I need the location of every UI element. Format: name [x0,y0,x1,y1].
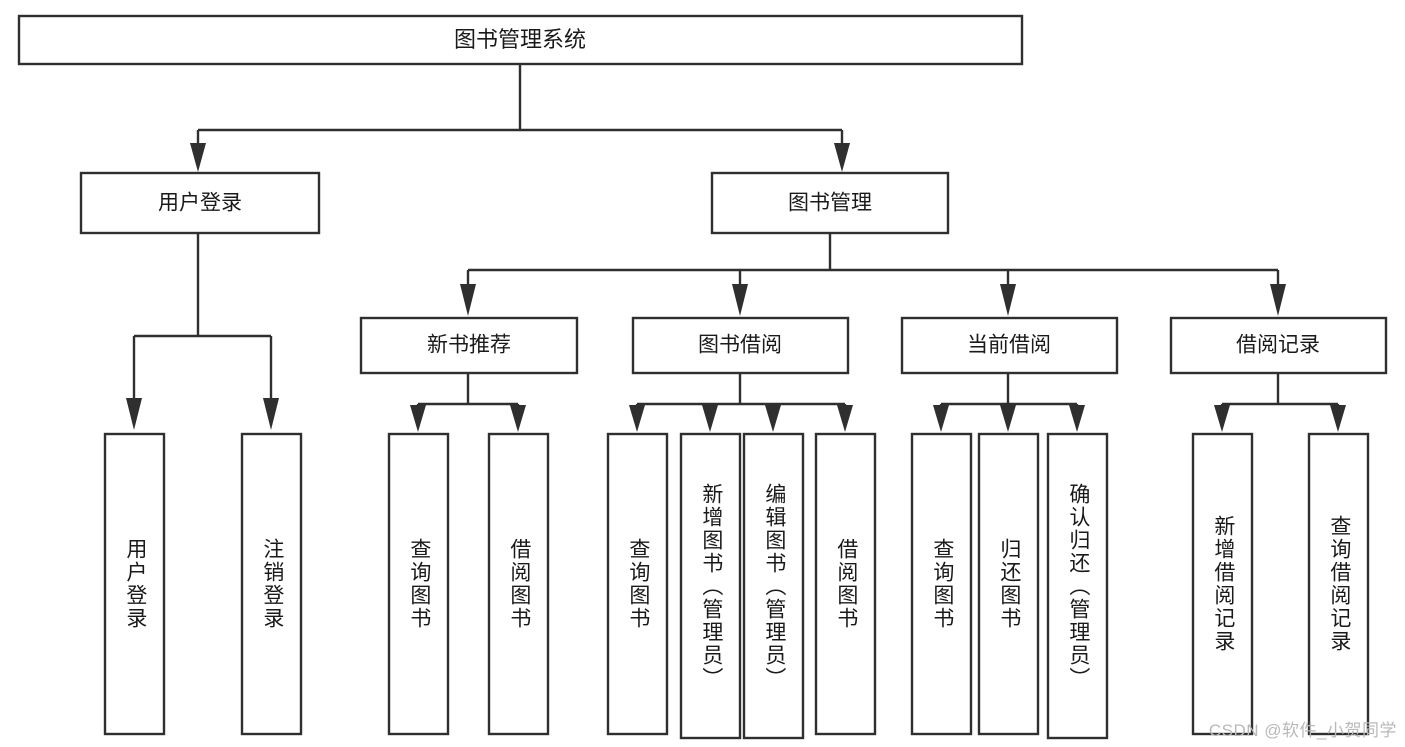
connectors-layer [126,64,1346,432]
arrow-to-leaf-add-record [1214,405,1230,432]
arrow-to-current-borrow [1000,284,1016,316]
arrow-to-leaf-query-book-1 [410,405,426,432]
nodes-layer: 图书管理系统 用户登录 图书管理 新书推荐 图书借阅 [17,14,1388,740]
arrow-to-leaf-add-book [702,405,718,432]
node-borrow-record-box[interactable] [1169,316,1388,375]
node-new-book-recommend[interactable]: 新书推荐 [359,316,579,375]
node-new-book-recommend-box[interactable] [359,316,579,375]
arrow-to-leaf-edit-book [765,405,781,432]
node-book-management[interactable]: 图书管理 [710,171,950,235]
node-current-borrow[interactable]: 当前借阅 [900,316,1119,375]
arrow-to-borrow-record [1270,284,1286,316]
node-leaf-return-book-box[interactable] [977,432,1040,736]
arrow-to-leaf-return-book [1000,405,1016,432]
node-root[interactable]: 图书管理系统 [17,14,1024,66]
node-user-login-box[interactable] [79,171,321,235]
node-current-borrow-box[interactable] [900,316,1119,375]
node-leaf-add-record-box[interactable] [1191,432,1254,736]
node-borrow-record[interactable]: 借阅记录 [1169,316,1388,375]
arrow-to-leaf-borrow-book-2 [837,405,853,432]
node-root-box[interactable] [17,14,1024,66]
node-user-login[interactable]: 用户登录 [79,171,321,235]
node-leaf-borrow-book-2-box[interactable] [814,432,877,736]
arrow-to-new-book-recommend [460,284,476,316]
arrow-root-to-user-login [190,143,206,172]
arrow-to-leaf-query-book-2 [629,405,645,432]
arrow-to-leaf-user-login [126,398,142,430]
node-leaf-query-book-2-box[interactable] [606,432,669,736]
node-leaf-query-book-1-box[interactable] [387,432,450,736]
node-leaf-add-book-box[interactable] [679,432,742,740]
node-leaf-query-record-box[interactable] [1307,432,1370,736]
arrow-root-to-book-management [834,143,850,172]
node-user-login-label: 用户登录 [158,192,242,215]
node-leaf-confirm-return-box[interactable] [1046,432,1109,740]
arrow-to-leaf-user-logout [263,398,279,430]
node-leaf-query-book-3-box[interactable] [910,432,973,736]
node-leaf-user-logout-box[interactable] [240,432,303,736]
arrow-to-book-borrow [732,284,748,316]
node-current-borrow-label: 当前借阅 [967,334,1051,357]
node-leaf-borrow-book-1-box[interactable] [487,432,550,736]
node-borrow-record-label: 借阅记录 [1236,334,1320,357]
arrow-to-leaf-query-record [1330,405,1346,432]
arrow-to-leaf-query-book-3 [933,405,949,432]
csdn-watermark: CSDN @软件_小贺同学 [1208,721,1397,740]
node-leaf-user-login-box[interactable] [103,432,166,736]
node-book-management-box[interactable] [710,171,950,235]
node-book-borrow-label: 图书借阅 [698,334,782,357]
node-new-book-recommend-label: 新书推荐 [427,334,511,357]
node-leaf-edit-book-box[interactable] [742,432,805,740]
arrow-to-leaf-borrow-book-1 [510,405,526,432]
arrow-to-leaf-confirm-return [1069,405,1085,432]
node-book-borrow-box[interactable] [631,316,850,375]
node-book-management-label: 图书管理 [788,192,872,215]
node-book-borrow[interactable]: 图书借阅 [631,316,850,375]
node-root-label: 图书管理系统 [454,27,586,52]
